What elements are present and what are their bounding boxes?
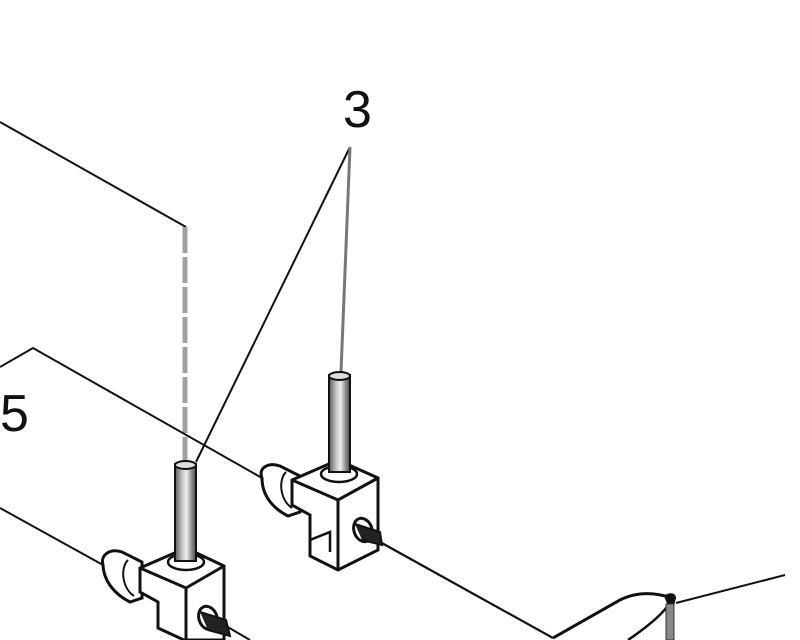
callout-label-5: 5 <box>0 385 29 443</box>
wire-upper-left <box>0 121 188 462</box>
fitting-left-probe <box>174 463 197 562</box>
fitting-right <box>259 371 384 572</box>
fitting-left <box>100 460 251 640</box>
callout-3-leaders <box>195 146 352 463</box>
tapered-connector <box>552 574 786 640</box>
callout-label-3: 3 <box>343 81 372 139</box>
wire-main-diagonal <box>0 346 554 639</box>
fitting-right-probe <box>328 374 351 473</box>
